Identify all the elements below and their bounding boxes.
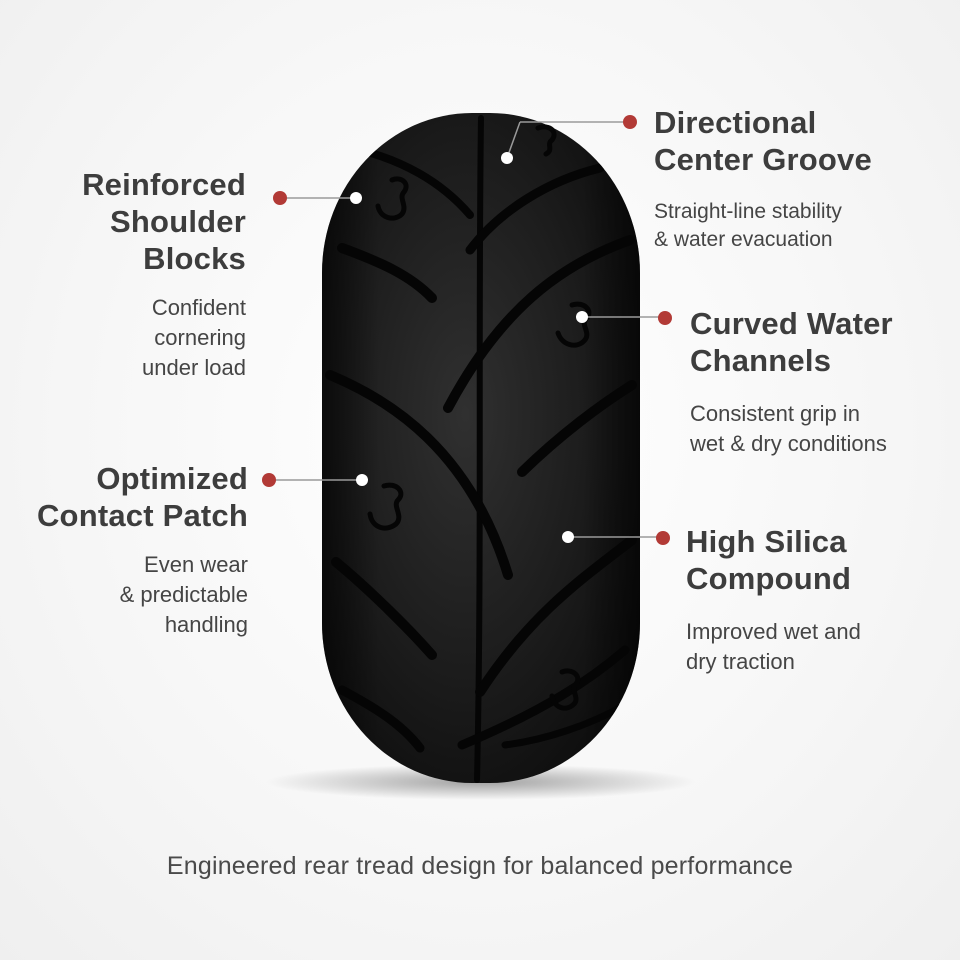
feature-directional-center-groove: Directional Center Groove Straight-line …	[654, 104, 944, 254]
shoulder-block	[375, 176, 409, 221]
tread-channel	[517, 380, 637, 477]
feature-description: Even wear & predictable handling	[119, 552, 248, 637]
feature-reinforced-shoulder-blocks: Reinforced Shoulder Blocks Confident cor…	[20, 166, 246, 383]
feature-high-silica-compound: High Silica Compound Improved wet and dr…	[686, 523, 948, 677]
shoulder-sipes	[367, 124, 592, 711]
marker-dot-curved	[658, 311, 672, 325]
shoulder-block	[555, 301, 592, 348]
tread-channel	[356, 146, 474, 219]
anchor-dot-contact	[356, 474, 368, 486]
shoulder-block	[549, 668, 581, 711]
shoulder-block	[535, 124, 557, 157]
feature-description: Consistent grip in wet & dry conditions	[690, 401, 887, 456]
tread-channel	[331, 557, 437, 660]
tread-grooves	[325, 115, 637, 783]
feature-optimized-contact-patch: Optimized Contact Patch Even wear & pred…	[20, 460, 248, 640]
feature-description: Improved wet and dry traction	[686, 619, 861, 674]
anchor-dot-shoulder	[350, 192, 362, 204]
center-groove	[474, 115, 484, 783]
feature-description: Confident cornering under load	[142, 295, 246, 380]
feature-title: Directional Center Groove	[654, 105, 872, 177]
tread-channel	[337, 685, 425, 753]
caption: Engineered rear tread design for balance…	[166, 852, 794, 880]
feature-title: Curved Water Channels	[690, 306, 893, 378]
anchor-dot-center	[501, 152, 513, 164]
tread-channel	[475, 535, 637, 697]
tread-channel	[443, 235, 635, 413]
marker-dot-contact	[262, 473, 276, 487]
tread-channel	[465, 163, 605, 255]
marker-dot-shoulder	[273, 191, 287, 205]
feature-title: Reinforced Shoulder Blocks	[82, 167, 246, 276]
tread-channel	[337, 243, 437, 303]
feature-title: Optimized Contact Patch	[36, 461, 248, 533]
marker-dot-center	[623, 115, 637, 129]
feature-curved-water-channels: Curved Water Channels Consistent grip in…	[690, 305, 952, 459]
feature-title: High Silica Compound	[686, 524, 852, 596]
tread-channel	[457, 645, 630, 750]
leader-lines	[270, 121, 664, 538]
tread-channel	[325, 370, 513, 580]
anchor-dot-silica	[562, 531, 574, 543]
feature-description: Straight-line stability & water evacuati…	[654, 200, 842, 251]
marker-dots	[262, 115, 672, 545]
anchor-dots	[350, 152, 588, 543]
leader-line-center	[506, 121, 521, 159]
anchor-dot-curved	[576, 311, 588, 323]
tread-channel	[501, 701, 629, 749]
shoulder-block	[367, 482, 404, 531]
marker-dot-silica	[656, 531, 670, 545]
